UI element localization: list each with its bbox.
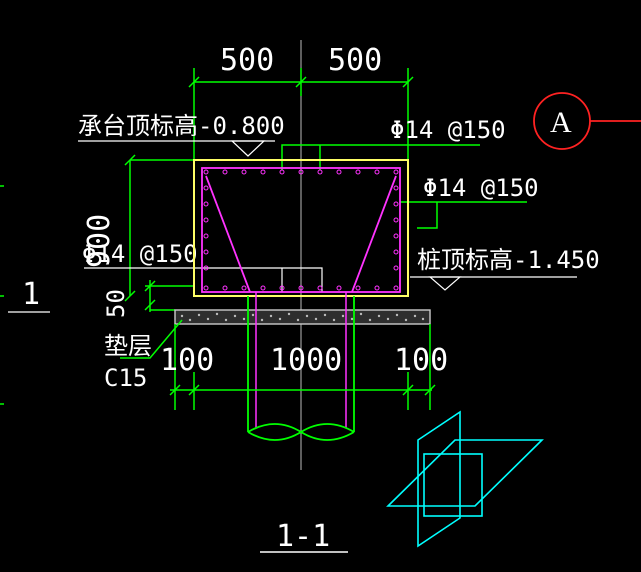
cushion-leader	[120, 319, 183, 359]
dim-top-right: 500	[328, 43, 382, 78]
rebar-dots	[203, 169, 399, 291]
rebar-top-label: Φ14 @150	[390, 116, 506, 144]
pile-elevation-triangle-icon	[428, 276, 462, 291]
top-dimension-group	[188, 68, 414, 160]
section-title: 1-1	[276, 519, 330, 554]
rebar-cage	[201, 167, 401, 293]
cushion-hatch	[180, 312, 425, 322]
edge-tick-marks	[0, 185, 4, 405]
dim-bottom-left: 100	[160, 343, 214, 378]
rebar-diagonals	[205, 175, 397, 293]
rebar-side-label: Φ14 @150	[423, 174, 539, 202]
rebar-bottom-leader	[84, 267, 323, 292]
cap-elevation-triangle-icon	[230, 140, 266, 157]
dim-bottom-right: 100	[394, 343, 448, 378]
cushion-grade-label: C15	[104, 364, 147, 392]
cushion-name-label: 垫层	[104, 332, 152, 360]
dim-left-small: 50	[102, 289, 130, 318]
cushion-layer	[174, 309, 431, 325]
dim-top-left: 500	[220, 43, 274, 78]
rebar-top-leader	[281, 144, 480, 170]
pile-body[interactable]	[247, 292, 355, 441]
bottom-dimension-group	[169, 324, 436, 410]
axis-bubble-label: A	[550, 106, 572, 139]
left-dimension-group	[124, 154, 194, 312]
ucs-icon[interactable]	[386, 410, 544, 548]
left-section-marker: 1	[22, 277, 40, 312]
rebar-side-leader	[400, 201, 527, 229]
cap-top-elevation-label: 承台顶标高-0.800	[78, 112, 285, 140]
pile-cap-outline[interactable]	[193, 159, 409, 297]
rebar-bottom-label: Φ14 @150	[82, 240, 198, 268]
dim-left-height: 900	[82, 214, 117, 268]
dim-bottom-center: 1000	[270, 343, 342, 378]
pile-top-elevation-label: 桩顶标高-1.450	[417, 246, 600, 274]
